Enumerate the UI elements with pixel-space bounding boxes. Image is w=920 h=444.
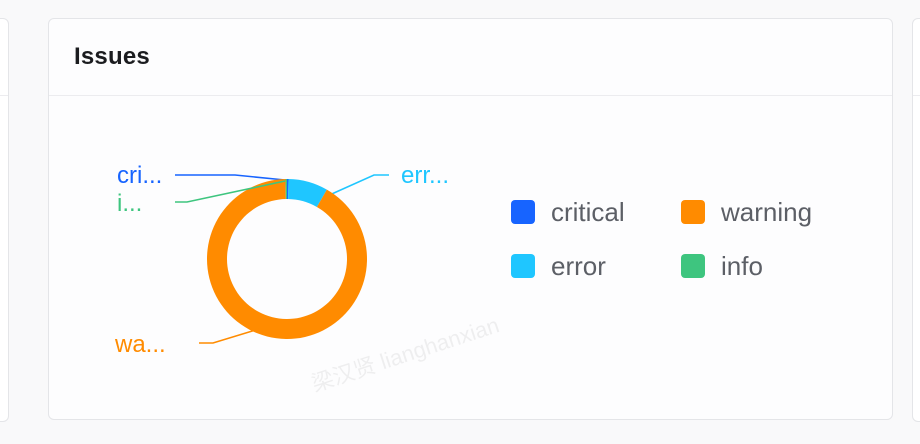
- donut-slice-error[interactable]: [288, 179, 327, 207]
- legend-item-error[interactable]: error: [511, 253, 681, 279]
- card-header: Issues: [49, 19, 892, 96]
- legend-swatch-error: [511, 254, 535, 278]
- chart-legend: critical warning error info: [511, 199, 851, 279]
- issues-donut-chart: cri... err... wa... i...: [114, 162, 449, 358]
- legend-item-critical[interactable]: critical: [511, 199, 681, 225]
- adjacent-card-divider: [913, 95, 920, 96]
- slice-label-critical: cri...: [117, 162, 162, 189]
- slice-label-info: i...: [117, 190, 142, 217]
- donut-slice-critical[interactable]: [287, 179, 289, 200]
- legend-label-critical: critical: [551, 197, 625, 227]
- adjacent-card-divider: [0, 95, 8, 96]
- adjacent-card-right: [912, 18, 920, 422]
- legend-swatch-critical: [511, 200, 535, 224]
- leader-line-warning: [199, 328, 260, 344]
- issues-card: Issues cri... err... wa... i... critical wa…: [48, 18, 893, 420]
- slice-label-warning: wa...: [114, 331, 166, 358]
- leader-line-info: [175, 180, 286, 203]
- slice-label-error: err...: [401, 162, 449, 189]
- donut-slice-info[interactable]: [285, 179, 287, 200]
- card-title: Issues: [74, 43, 150, 70]
- legend-item-info[interactable]: info: [681, 253, 851, 279]
- donut-slice-warning[interactable]: [206, 179, 367, 339]
- legend-item-warning[interactable]: warning: [681, 199, 851, 225]
- legend-label-error: error: [551, 251, 606, 281]
- legend-label-warning: warning: [721, 197, 813, 227]
- legend-swatch-info: [681, 254, 705, 278]
- legend-swatch-warning: [681, 200, 705, 224]
- legend-label-info: info: [721, 251, 763, 281]
- adjacent-card-left: [0, 18, 9, 422]
- leader-line-critical: [175, 174, 286, 181]
- leader-line-error: [324, 174, 389, 198]
